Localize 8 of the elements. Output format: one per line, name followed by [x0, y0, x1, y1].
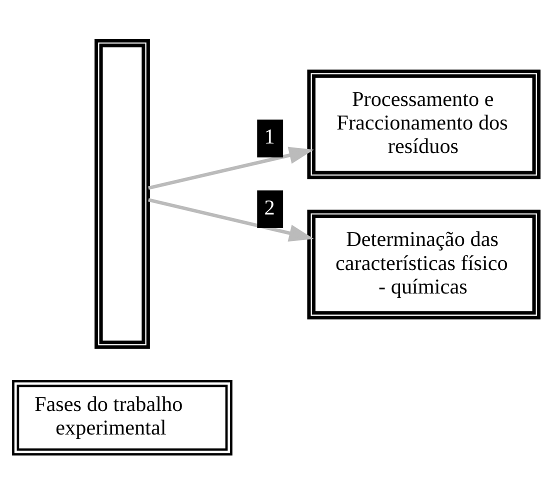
node-box: Fases do trabalho experimental — [12, 380, 232, 456]
arrow — [148, 146, 314, 190]
node-box: Processamento e Fraccionamento dos resíduos — [307, 70, 541, 180]
edge-label: 1 — [264, 124, 275, 149]
node-box: Determinação das características físico - químicas — [307, 210, 541, 320]
edge-label: 2 — [264, 195, 275, 220]
node-bar — [94, 38, 150, 349]
arrow — [148, 198, 314, 242]
